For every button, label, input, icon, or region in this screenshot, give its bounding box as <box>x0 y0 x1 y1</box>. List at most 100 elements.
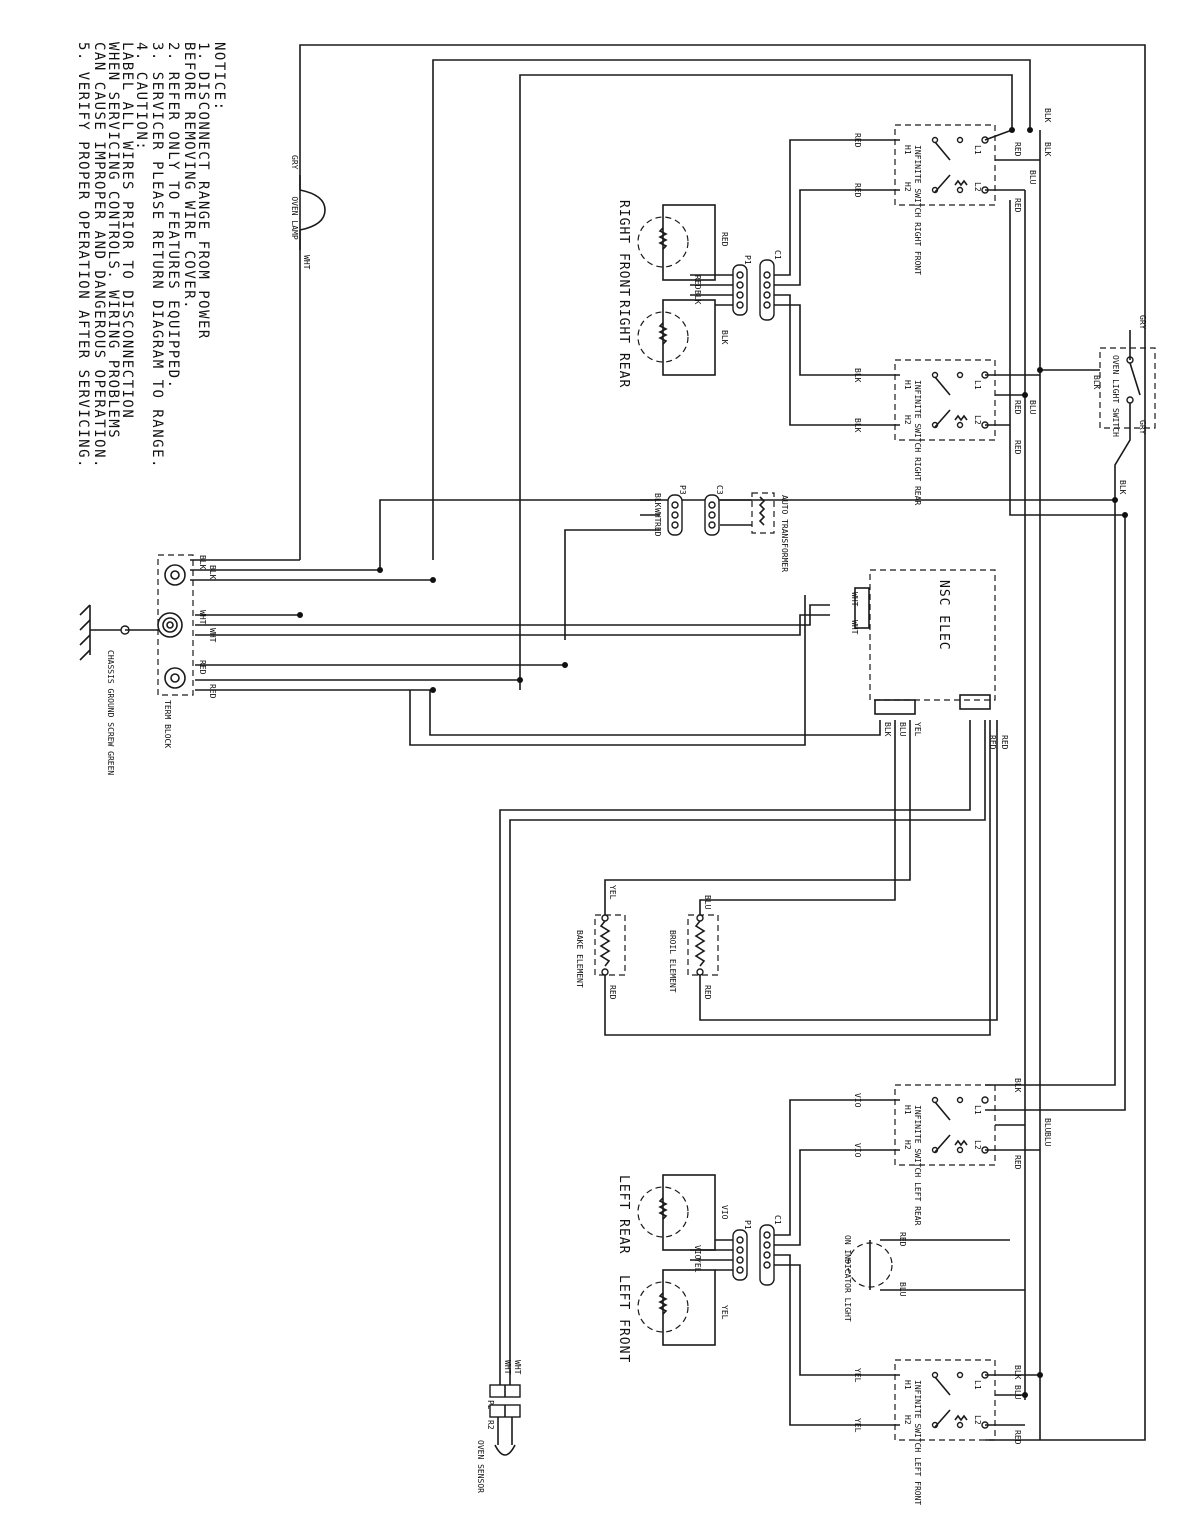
wire-label-blk: BLK <box>198 555 207 570</box>
wire-label-blu: BLU <box>703 895 712 910</box>
wire-label-wht: WHT <box>302 255 311 270</box>
wire-label-red: RED <box>853 133 862 148</box>
term-block-label: TERM BLOCK <box>163 700 172 748</box>
wire-label-red: RED <box>1013 198 1022 213</box>
connector-label: C1 <box>773 1215 782 1225</box>
wire-label-blu: BLU <box>1043 1132 1052 1147</box>
element-label: LEFT REAR <box>616 1175 631 1254</box>
terminal-h2: H2 <box>903 1415 912 1425</box>
connector-label: R2 <box>486 1420 495 1430</box>
wire-label-red: RED <box>898 1232 907 1247</box>
infinite-switch-left-front: H1 H2 L1 L2 INFINITE SWITCH LEFT FRONT Y… <box>770 1254 1040 1505</box>
oven-lamp: OVEN LAMP GRY WHT <box>290 155 326 270</box>
wire-label-vio: VIO <box>720 1205 729 1220</box>
connector-label: C1 <box>773 250 782 260</box>
notice-item: BEFORE REMOVING WIRE COVER. <box>181 42 197 310</box>
indicator-label: ON INDICATOR LIGHT <box>843 1235 852 1322</box>
notice-item: 1. DISCONNECT RANGE FROM POWER <box>195 42 211 340</box>
terminal-h1: H1 <box>903 1105 912 1115</box>
terminal-l1: L1 <box>973 380 982 390</box>
terminal-h2: H2 <box>903 182 912 192</box>
terminal-l1: L1 <box>973 145 982 155</box>
wire-label-red: RED <box>1013 440 1022 455</box>
connector-label: P1 <box>743 255 752 265</box>
connector-label: P3 <box>678 485 687 495</box>
switch-label: INFINITE SWITCH RIGHT FRONT <box>913 145 922 275</box>
oven-light-switch-label: OVEN LIGHT SWITCH <box>1111 355 1120 437</box>
oven-sensor: P2 R2 OVEN SENSOR WHT WHT <box>476 1360 522 1493</box>
auto-transformer-label: AUTO TRANSFORMER <box>780 495 789 572</box>
wire-label-blu: BLU <box>898 1282 907 1297</box>
switch-label: INFINITE SWITCH LEFT REAR <box>913 1105 922 1226</box>
notice-item: 3. SERVICER PLEASE RETURN DIAGRAM TO RAN… <box>149 42 165 469</box>
connector-c1-left: C1 P1 VIO YEL <box>690 1215 782 1286</box>
element-label: RIGHT FRONT <box>616 200 631 297</box>
terminal-h1: H1 <box>903 1380 912 1390</box>
wire-label-red: RED <box>1013 1155 1022 1170</box>
auto-transformer: AUTO TRANSFORMER C3 P3 BLK WHT RED <box>653 485 789 572</box>
surface-element-left-rear: LEFT REAR VIO <box>616 1174 729 1254</box>
notice-item: 4. CAUTION: <box>133 42 149 151</box>
switch-label: INFINITE SWITCH LEFT FRONT <box>913 1380 922 1505</box>
wire-label-red: RED <box>720 232 729 247</box>
broil-element-label: BROIL ELEMENT <box>668 930 677 993</box>
wire-label-yel: YEL <box>913 722 922 737</box>
wire-label-vio: VIO <box>693 1245 702 1260</box>
wire-label-wht: WHT <box>208 628 217 643</box>
wire-label-red: RED <box>198 660 207 675</box>
terminal-l2: L2 <box>973 415 982 425</box>
wire-label-blu: BLU <box>1043 1118 1052 1133</box>
infinite-switch-left-rear: H1 H2 L1 L2 INFINITE SWITCH LEFT REAR VI… <box>770 1078 1052 1246</box>
terminal-l2: L2 <box>973 1140 982 1150</box>
nsc-elec-label: NSC ELEC <box>936 580 951 651</box>
wire-label-yel: YEL <box>853 1418 862 1433</box>
wire-label-red: RED <box>608 985 617 1000</box>
wire-label-yel: YEL <box>720 1305 729 1320</box>
terminal-l2: L2 <box>973 1415 982 1425</box>
wire-label-blk: BLK <box>1013 1078 1022 1093</box>
notice-item: 2. REFER ONLY TO FEATURES EQUIPPED. <box>165 42 181 390</box>
wire-label-wht: WHT <box>653 508 662 523</box>
surface-element-left-front: LEFT FRONT YEL <box>616 1269 729 1363</box>
wire-label-red: RED <box>1000 735 1009 750</box>
nsc-elec-board: NSC ELEC WHT WHT BLK BLU YEL RED RED <box>850 569 1009 750</box>
oven-sensor-label: OVEN SENSOR <box>476 1440 485 1493</box>
wire-label-red: RED <box>1013 142 1022 157</box>
notice-item: 5. VERIFY PROPER OPERATION AFTER SERVICI… <box>75 42 91 469</box>
wire-label-yel: YEL <box>693 1258 702 1273</box>
chassis-ground-label: CHASSIS GROUND SCREW GREEN <box>106 650 115 775</box>
terminal-l1: L1 <box>973 1380 982 1390</box>
connector-c1-right: C1 P1 RED BLK <box>690 250 782 321</box>
connector-label: C3 <box>715 485 724 495</box>
wire-label-vio: VIO <box>853 1143 862 1158</box>
wire-label-blu: BLU <box>1028 400 1037 415</box>
connector-label: P1 <box>743 1220 752 1230</box>
wire-label-red: RED <box>1013 1430 1022 1445</box>
wire-label-vio: VIO <box>853 1093 862 1108</box>
wire-label-wht: WHT <box>850 620 859 635</box>
wire-label-blk: BLK <box>693 290 702 305</box>
infinite-switch-right-rear: H1 H2 L1 L2 INFINITE SWITCH RIGHT REAR B… <box>770 294 1040 505</box>
wire-label-blk: BLK <box>720 330 729 345</box>
wire-label-red: RED <box>693 275 702 290</box>
wire-label-blk: BLK <box>853 368 862 383</box>
wire-label-red: RED <box>1013 400 1022 415</box>
notice-item: CAN CAUSE IMPROPER AND DANGEROUS OPERATI… <box>91 42 107 469</box>
wire-label-blu: BLU <box>1028 170 1037 185</box>
wire-label-blk: BLK <box>1092 375 1101 390</box>
terminal-h2: H2 <box>903 415 912 425</box>
wire-label-wht: WHT <box>513 1360 522 1375</box>
notice-item: WHEN SERVICING CONTROLS. WIRING PROBLEMS <box>105 42 121 439</box>
switch-label: INFINITE SWITCH RIGHT REAR <box>913 380 922 505</box>
wire-label-blk: BLK <box>653 493 662 508</box>
notice-heading: NOTICE: <box>211 42 227 112</box>
broil-element: BROIL ELEMENT BLU RED <box>668 895 719 1000</box>
wire-label-blk: BLK <box>1118 480 1127 495</box>
oven-light-switch: OVEN LIGHT SWITCH GRY GRY BLK BLK <box>1040 315 1156 500</box>
on-indicator-light: ON INDICATOR LIGHT RED BLU <box>843 1232 1025 1322</box>
surface-element-right-front: RIGHT FRONT RED <box>616 200 729 297</box>
bake-element-label: BAKE ELEMENT <box>575 930 584 988</box>
wire-label-red: RED <box>703 985 712 1000</box>
wire-label-yel: YEL <box>853 1368 862 1383</box>
surface-element-right-rear: RIGHT REAR BLK <box>616 299 729 388</box>
